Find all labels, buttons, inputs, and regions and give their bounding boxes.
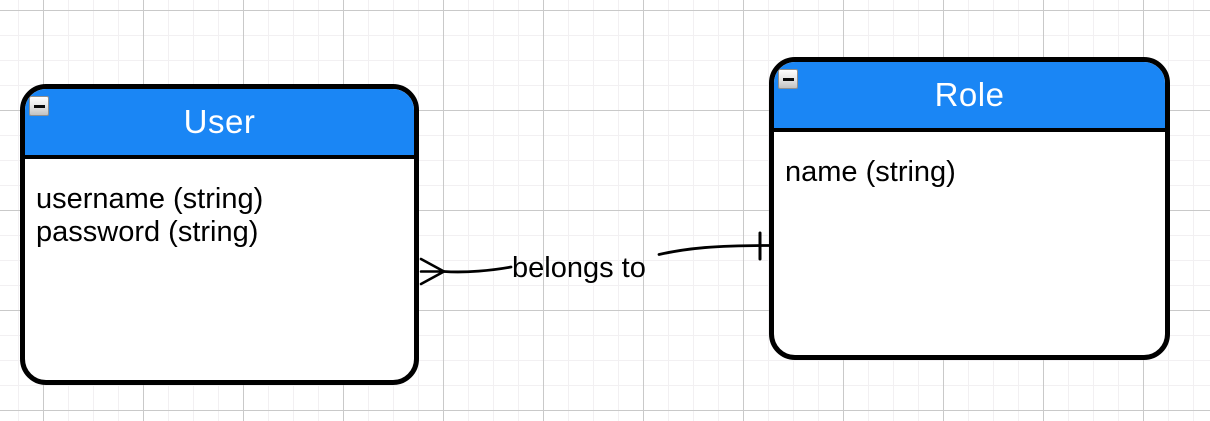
entity-role-header[interactable]: Role <box>774 62 1165 132</box>
entity-role-title: Role <box>934 76 1005 113</box>
minus-icon <box>33 104 45 108</box>
entity-role-attributes: name (string) <box>774 132 1165 189</box>
relationship-label[interactable]: belongs to <box>512 252 646 284</box>
minus-icon <box>782 77 794 81</box>
collapse-icon[interactable] <box>29 96 49 116</box>
attribute-row[interactable]: name (string) <box>785 156 956 188</box>
connector-line-left[interactable] <box>442 265 513 274</box>
attribute-row[interactable]: username (string) <box>36 183 264 215</box>
crows-foot-icon <box>419 257 446 286</box>
entity-user[interactable]: User username (string) password (string) <box>20 84 419 385</box>
entity-user-title: User <box>183 103 256 140</box>
collapse-icon[interactable] <box>778 69 798 89</box>
connector-line-right[interactable] <box>657 244 771 256</box>
entity-role[interactable]: Role name (string) <box>769 57 1170 360</box>
attribute-row[interactable]: password (string) <box>36 216 259 248</box>
entity-user-attributes: username (string) password (string) <box>25 159 414 249</box>
entity-user-header[interactable]: User <box>25 89 414 159</box>
